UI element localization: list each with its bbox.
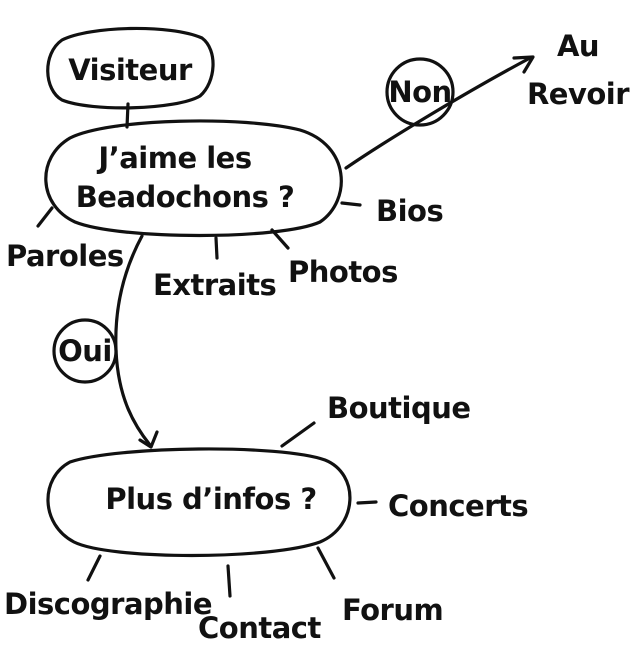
non-arrowhead bbox=[512, 55, 535, 74]
link-concerts[interactable]: Concerts bbox=[388, 489, 529, 523]
au-revoir-node[interactable]: Au Revoir bbox=[527, 29, 631, 111]
non-arrow-line bbox=[344, 56, 532, 170]
visiteur-label: Visiteur bbox=[68, 53, 193, 87]
question-bubble bbox=[44, 119, 343, 238]
oui-arrowhead bbox=[138, 430, 159, 449]
link-contact[interactable]: Contact bbox=[198, 611, 322, 645]
au-revoir-label-line1[interactable]: Au bbox=[557, 29, 600, 63]
extraits-connector bbox=[214, 236, 219, 260]
oui-node: Oui bbox=[52, 318, 118, 384]
bios-connector bbox=[340, 201, 362, 207]
link-photos[interactable]: Photos bbox=[288, 255, 398, 289]
plus-infos-label: Plus d’infos ? bbox=[105, 482, 316, 516]
au-revoir-label-line2[interactable]: Revoir bbox=[527, 77, 631, 111]
question-label-line1: J’aime les bbox=[96, 141, 251, 175]
link-forum[interactable]: Forum bbox=[342, 593, 444, 627]
link-extraits[interactable]: Extraits bbox=[153, 268, 277, 302]
link-paroles[interactable]: Paroles bbox=[6, 239, 124, 273]
oui-label: Oui bbox=[58, 334, 112, 368]
plus-infos-bubble bbox=[46, 447, 352, 558]
link-boutique[interactable]: Boutique bbox=[327, 391, 471, 425]
concerts-connector bbox=[356, 500, 378, 505]
question-node: J’aime les Beadochons ? bbox=[44, 119, 343, 238]
oui-bubble bbox=[52, 318, 118, 384]
forum-connector bbox=[316, 546, 336, 580]
photos-connector bbox=[270, 228, 290, 250]
visiteur-node: Visiteur bbox=[46, 26, 215, 110]
paroles-connector bbox=[36, 206, 54, 228]
link-discographie[interactable]: Discographie bbox=[4, 587, 213, 621]
discographie-connector bbox=[86, 554, 102, 582]
contact-connector bbox=[226, 564, 232, 598]
non-label: Non bbox=[388, 75, 451, 109]
boutique-connector bbox=[280, 421, 316, 448]
question-label-line2: Beadochons ? bbox=[76, 180, 295, 214]
visiteur-bubble bbox=[46, 26, 215, 110]
link-bios[interactable]: Bios bbox=[376, 194, 444, 228]
non-node: Non bbox=[385, 57, 455, 127]
non-bubble bbox=[385, 57, 455, 127]
plus-infos-node: Plus d’infos ? bbox=[46, 447, 352, 558]
